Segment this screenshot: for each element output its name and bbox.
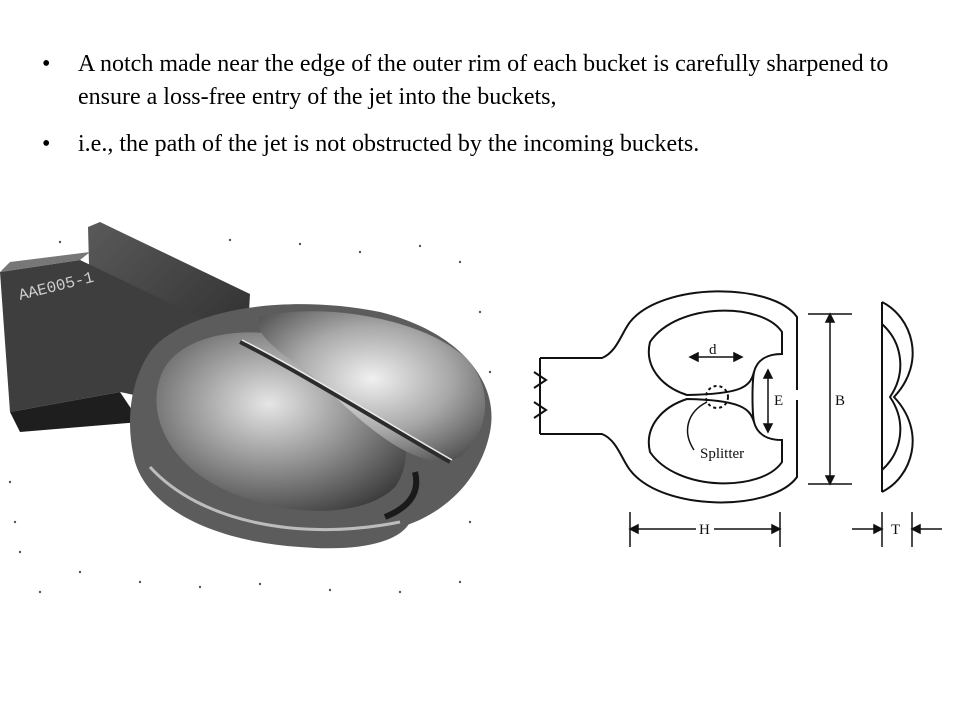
bullet-text: i.e., the path of the jet is not obstruc… [78, 131, 700, 157]
dimension-e-label: E [774, 393, 783, 409]
speckles [8, 238, 492, 594]
dimension-b-label: B [835, 393, 845, 409]
bucket-dimension-drawing: d E Splitter B H T [533, 290, 942, 547]
bullet-item-2: • i.e., the path of the jet is not obstr… [40, 128, 920, 161]
dimension-t-label: T [891, 522, 900, 538]
bullet-list: • A notch made near the edge of the oute… [40, 48, 920, 175]
bullet-text: A notch made near the edge of the outer … [78, 51, 889, 110]
splitter-label: Splitter [700, 446, 744, 462]
bullet-marker: • [42, 131, 51, 157]
bullet-marker: • [42, 51, 51, 77]
bullet-item-1: • A notch made near the edge of the oute… [40, 48, 920, 114]
pelton-bucket-photo: AAE005-1 [0, 222, 492, 594]
dimension-h-label: H [699, 522, 710, 538]
dimension-d-label: d [709, 342, 717, 358]
